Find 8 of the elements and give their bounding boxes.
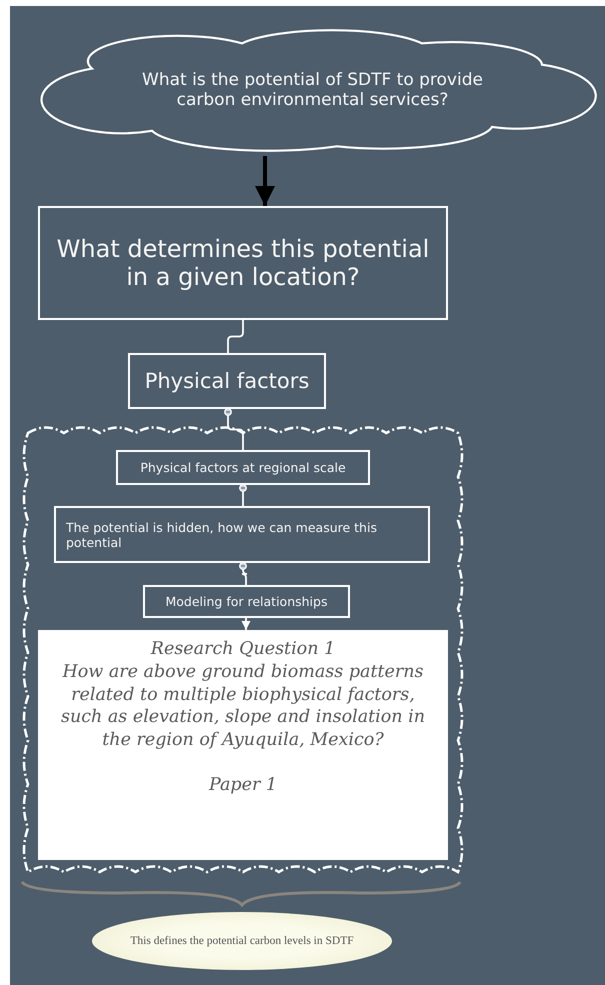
connector-arrow [255,156,275,206]
node-text: What determines this potential in a given location? [56,235,430,291]
node-text: This defines the potential carbon levels in SDTF [130,935,354,947]
node-text: What is the potential of SDTF to provide carbon environmental services? [141,70,484,110]
node-text: Physical factors [144,369,310,393]
factor-box [128,353,326,409]
question-box [38,206,448,320]
connector-line [227,320,244,353]
